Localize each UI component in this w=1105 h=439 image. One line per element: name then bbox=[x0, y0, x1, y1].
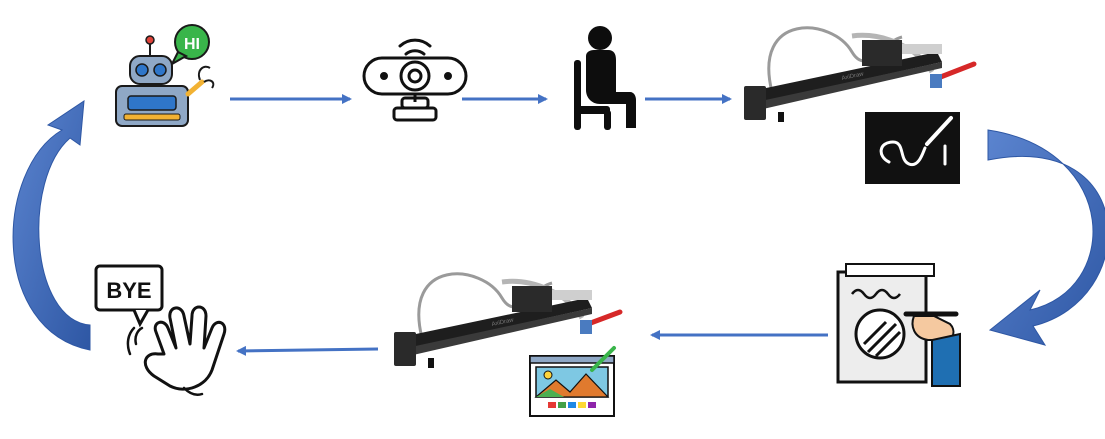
waving-hand-bye-icon: BYE bbox=[94, 264, 227, 396]
robot-bubble-text: HI bbox=[184, 36, 200, 53]
robot-hi-icon: HI bbox=[115, 24, 215, 127]
hand-drawing-icon bbox=[836, 263, 961, 387]
painting-screen-icon bbox=[529, 346, 616, 417]
pen-plotter-painting-icon: AxiDraw bbox=[394, 272, 623, 368]
sketch-panel-icon bbox=[865, 112, 960, 184]
webcam-icon bbox=[362, 38, 468, 122]
curved-arrow-right bbox=[987, 129, 1105, 346]
pen-plotter-sketch-icon: AxiDraw bbox=[744, 26, 977, 122]
arrow-plotter-to-bye bbox=[236, 345, 379, 356]
seated-person-icon bbox=[574, 26, 636, 130]
bye-bubble-text: BYE bbox=[106, 278, 151, 303]
plotter-brand-label: AxiDraw bbox=[841, 71, 865, 82]
curved-arrow-left bbox=[12, 100, 91, 351]
plotter-brand-label-2: AxiDraw bbox=[491, 317, 515, 328]
